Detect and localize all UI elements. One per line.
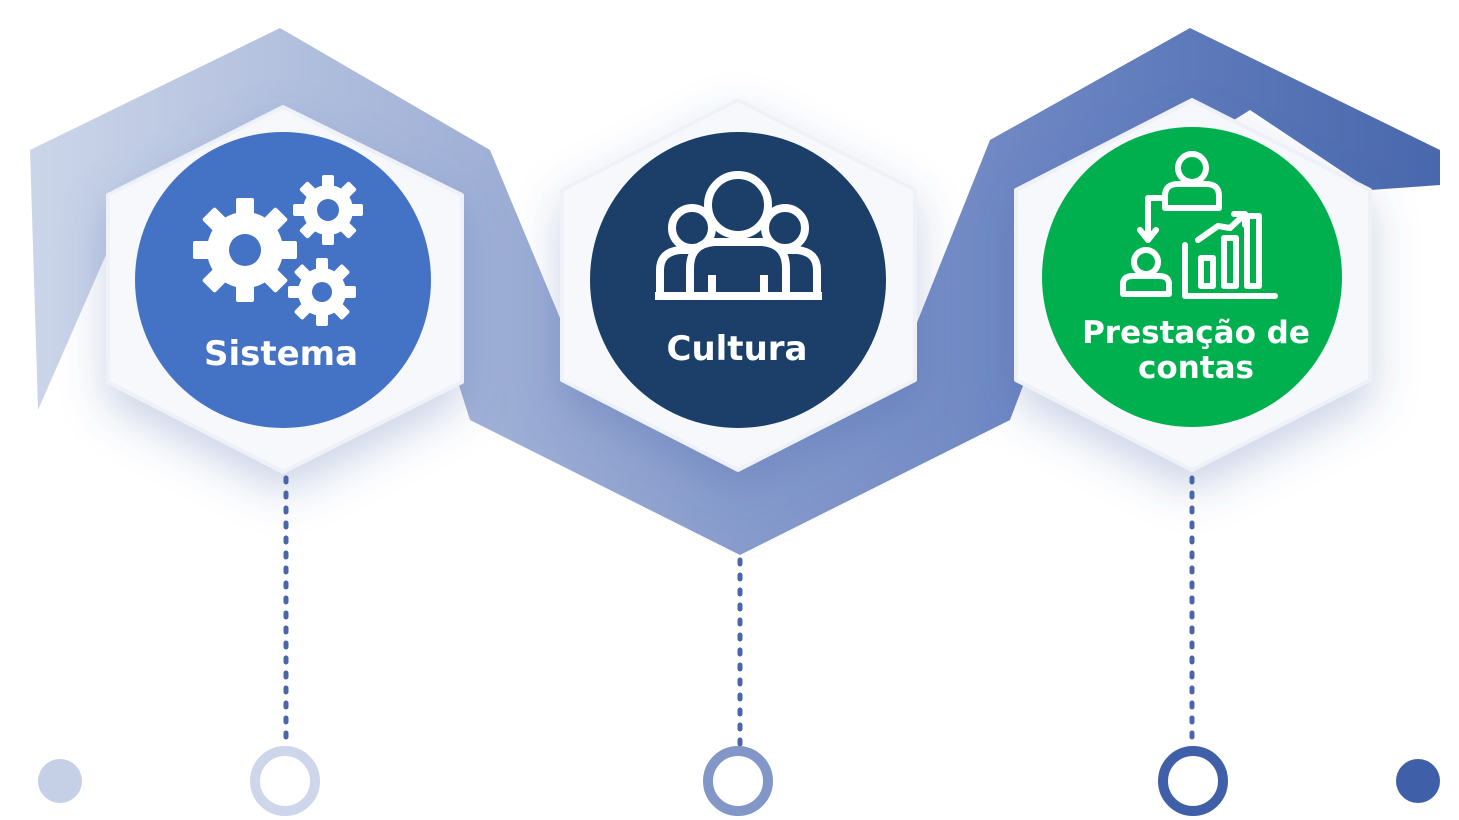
timeline-start-dot — [38, 759, 82, 803]
accountability-chart-icon — [1120, 151, 1278, 299]
timeline-node-cultura — [703, 746, 773, 816]
timeline-end-dot — [1396, 759, 1440, 803]
stage-label-sistema: Sistema — [204, 334, 358, 374]
stage-label-prestacao-line2: contas — [1138, 350, 1254, 386]
stage-circle-prestacao — [1042, 127, 1342, 427]
gears-icon — [193, 175, 363, 326]
timeline-node-sistema — [250, 746, 320, 816]
people-group-icon — [655, 171, 822, 300]
stage-label-cultura: Cultura — [667, 329, 808, 369]
timeline-node-prestacao — [1158, 746, 1228, 816]
stage-label-prestacao-line1: Prestação de — [1082, 315, 1310, 351]
